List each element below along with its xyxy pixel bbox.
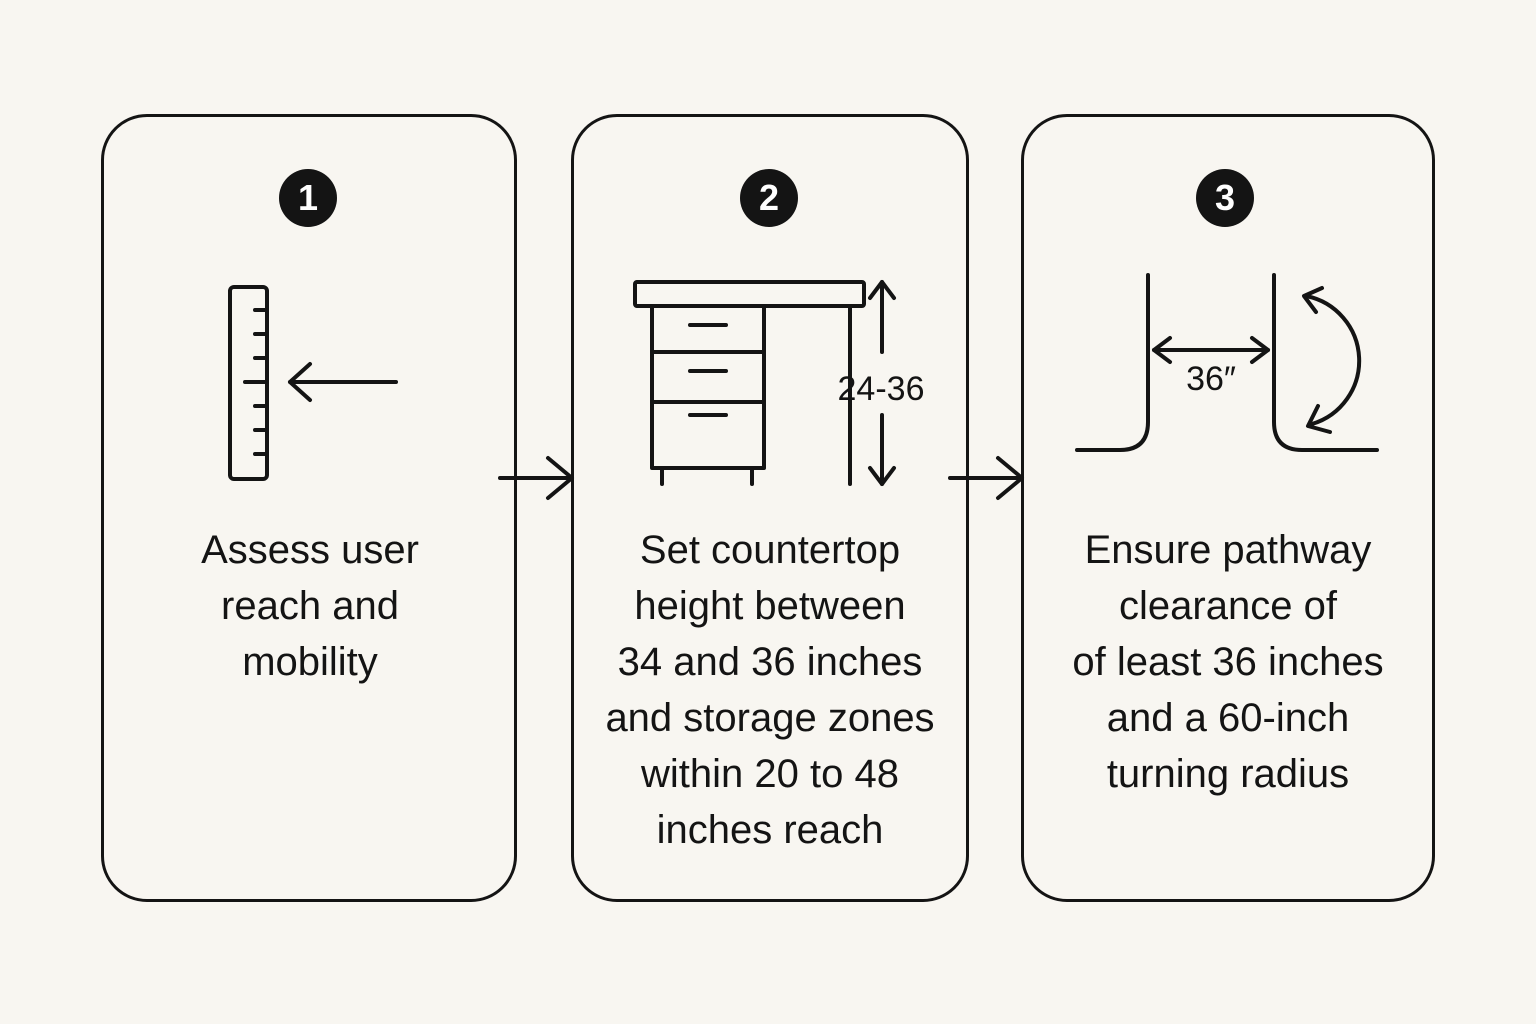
step-2-card [571, 114, 969, 902]
step-2-number-badge: 2 [740, 169, 798, 227]
step-1-card [101, 114, 517, 902]
step-3-number-badge: 3 [1196, 169, 1254, 227]
height-dimension-arrow-icon [868, 280, 896, 486]
turning-radius-arrow-icon [1302, 286, 1362, 434]
desk-dimension-label: 24-36 [838, 370, 925, 408]
width-dimension-arrow-icon [1152, 336, 1270, 364]
ruler-icon [228, 285, 269, 481]
right-arrow-icon [948, 456, 1024, 500]
desk-icon [633, 280, 866, 486]
step-1-caption: Assess user reach and mobility [201, 528, 419, 684]
step-2-caption: Set countertop height between 34 and 36 … [605, 528, 935, 852]
pathway-width-label: 36″ [1186, 360, 1236, 398]
left-arrow-icon [288, 362, 398, 402]
step-3-caption: Ensure pathway clearance of of least 36 … [1072, 528, 1384, 796]
step-1-number-badge: 1 [279, 169, 337, 227]
step-3-card [1021, 114, 1435, 902]
right-arrow-icon [498, 456, 574, 500]
pathway-walls-icon [1075, 273, 1379, 452]
